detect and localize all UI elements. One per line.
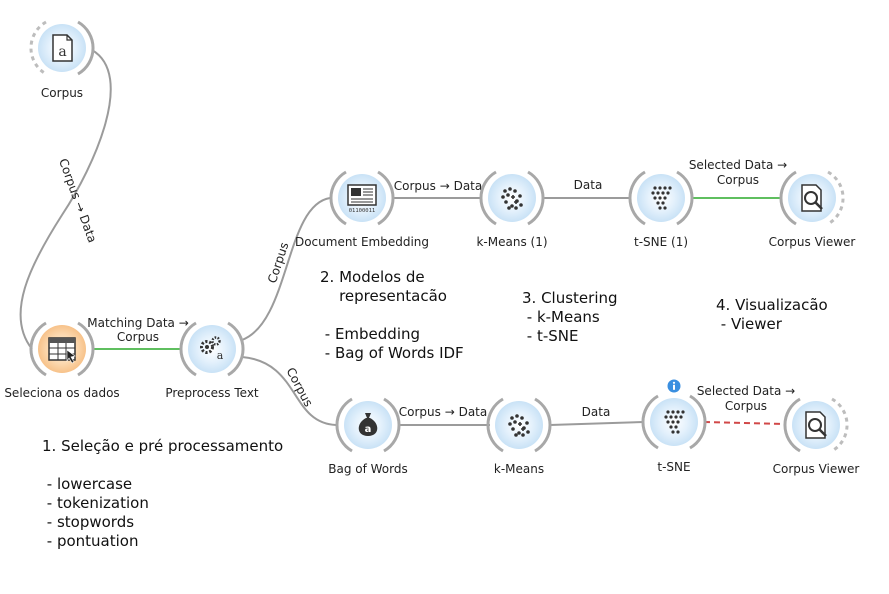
link-label-selected-data-top-corpus: Corpus: [717, 173, 759, 187]
node-label-bag-of-words: Bag of Words: [328, 462, 408, 476]
link-tsne-to-viewer[interactable]: [703, 421, 787, 425]
link-label-selected-data-top: Selected Data →: [689, 158, 787, 172]
note-clustering: 3. Clustering - k-Means - t-SNE: [522, 289, 618, 345]
node-preprocess-text[interactable]: a: [179, 321, 245, 377]
svg-text:01100011: 01100011: [349, 208, 376, 214]
node-label-tsne: t-SNE: [657, 460, 690, 474]
link-label-bow-kmeans: Corpus → Data: [399, 405, 487, 419]
document-a-icon: a: [52, 34, 73, 62]
dot-grid-icon: [651, 186, 672, 210]
node-tsne[interactable]: [641, 378, 707, 450]
link-preprocess-to-bow[interactable]: [241, 356, 337, 426]
node-document-embedding[interactable]: 01100011: [329, 170, 395, 226]
node-label-corpus-viewer-1: Corpus Viewer: [769, 235, 856, 249]
node-label-kmeans-1: k-Means (1): [476, 235, 547, 249]
link-label-corpus-data: Corpus → Data: [56, 157, 99, 245]
link-corpus-to-seleciona[interactable]: [19, 49, 112, 350]
link-label-kmeans-tsne: Data: [582, 405, 611, 419]
cluster-plus-icon: [508, 414, 530, 437]
link-label-matching-data-corpus: Corpus: [117, 330, 159, 344]
node-label-corpus-viewer: Corpus Viewer: [773, 462, 860, 476]
node-label-tsne-1: t-SNE (1): [634, 235, 688, 249]
node-label-corpus: Corpus: [41, 86, 83, 100]
dot-grid-icon: [664, 410, 685, 434]
table-select-icon: [48, 337, 76, 364]
node-seleciona-dados[interactable]: [29, 321, 95, 377]
note-visualization: 4. Visualizacão - Viewer: [716, 296, 828, 333]
link-label-kmeans1-tsne1: Data: [574, 178, 603, 192]
link-label-embedding-kmeans: Corpus → Data: [394, 179, 482, 193]
node-kmeans[interactable]: [486, 397, 552, 453]
gears-a-icon: a: [200, 336, 224, 362]
node-label-document-embedding: Document Embedding: [295, 235, 429, 249]
links: [19, 49, 787, 426]
node-kmeans-1[interactable]: [479, 170, 545, 226]
node-corpus[interactable]: a: [29, 20, 95, 76]
node-label-preprocess-text: Preprocess Text: [165, 386, 259, 400]
link-label-selected-data-bottom-corpus: Corpus: [725, 399, 767, 413]
node-corpus-viewer[interactable]: [783, 397, 849, 453]
cluster-plus-icon: [501, 187, 523, 210]
link-label-selected-data-bottom: Selected Data →: [697, 384, 795, 398]
info-icon[interactable]: [666, 378, 682, 394]
node-bag-of-words[interactable]: a: [335, 397, 401, 453]
node-label-kmeans: k-Means: [494, 462, 544, 476]
note-preprocessing: 1. Seleção e pré processamento - lowerca…: [42, 437, 284, 550]
link-preprocess-to-embedding[interactable]: [241, 197, 331, 341]
svg-text:a: a: [217, 349, 224, 362]
link-kmeans-to-tsne[interactable]: [549, 421, 645, 426]
svg-text:a: a: [365, 424, 372, 435]
node-tsne-1[interactable]: [628, 170, 694, 226]
embedding-screen-icon: 01100011: [347, 184, 377, 214]
money-bag-a-icon: a: [358, 413, 378, 436]
node-corpus-viewer-1[interactable]: [779, 170, 845, 226]
magnifier-document-icon: [805, 411, 827, 439]
magnifier-document-icon: [801, 184, 823, 212]
node-label-seleciona-dados: Seleciona os dados: [4, 386, 119, 400]
note-representation-models: 2. Modelos de representacão - Embedding …: [320, 268, 464, 362]
svg-text:a: a: [58, 44, 66, 60]
link-label-matching-data: Matching Data →: [87, 316, 189, 330]
